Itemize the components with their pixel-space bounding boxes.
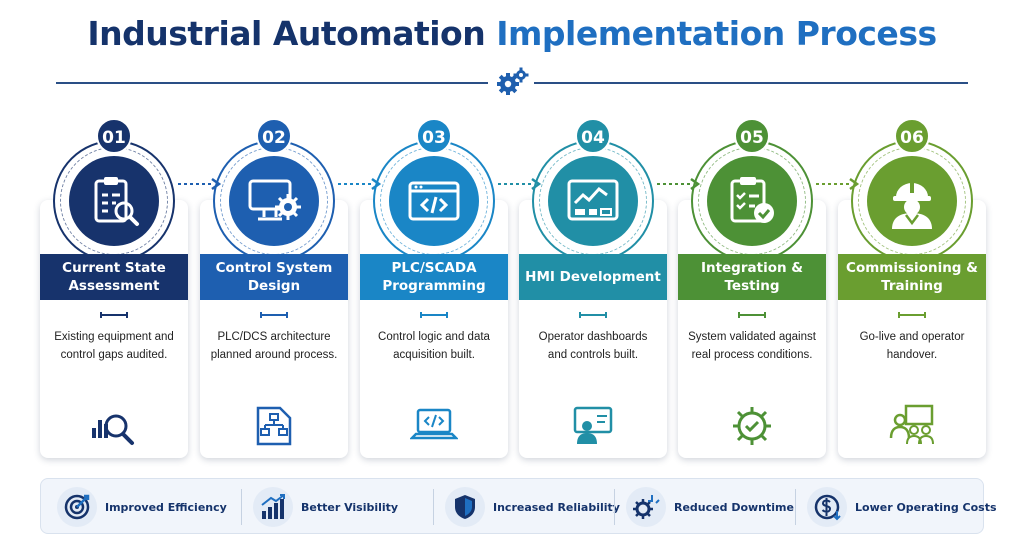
benefit-divider — [614, 489, 615, 525]
benefit-divider — [795, 489, 796, 525]
benefit-item: Increased Reliability — [445, 479, 620, 535]
shield-icon — [455, 495, 475, 519]
step-number: 01 — [96, 118, 132, 154]
flow-arrow — [657, 178, 701, 190]
step-number: 02 — [256, 118, 292, 154]
process-step: 02 Control System Design PLC/DCS archite… — [200, 118, 348, 460]
step-description: System validated against real process co… — [688, 331, 816, 361]
step-number: 06 — [894, 118, 930, 154]
step-icon-disc — [69, 156, 159, 246]
flow-arrow — [498, 178, 542, 190]
process-step: 05 Integration & Testing System validate… — [678, 118, 826, 460]
growth-chart-icon — [261, 494, 285, 519]
benefit-icon-badge — [57, 487, 97, 527]
benefit-icon-badge — [445, 487, 485, 527]
engineer-hardhat-icon — [892, 183, 932, 229]
step-icon-disc — [548, 156, 638, 246]
title-divider-left — [56, 82, 488, 84]
step-icon-disc — [389, 156, 479, 246]
step-description: Go-live and operator handover. — [859, 331, 965, 361]
process-step: 01 Current State Assessment Existing equ… — [40, 118, 188, 460]
title-part-1: Industrial Automation — [87, 14, 486, 53]
step-description: PLC/DCS architecture planned around proc… — [210, 331, 338, 361]
code-laptop-icon — [410, 408, 458, 440]
benefit-item: Lower Operating Costs — [807, 479, 997, 535]
step-title: Current State Assessment — [40, 254, 188, 300]
dashboard-screen-icon — [567, 179, 619, 221]
flowchart-document-icon — [256, 406, 292, 446]
benefit-divider — [241, 489, 242, 525]
page-title: Industrial Automation Implementation Pro… — [0, 14, 1024, 53]
benefit-label: Better Visibility — [301, 500, 399, 514]
step-description: Control logic and data acquisition built… — [378, 331, 490, 361]
benefit-label: Lower Operating Costs — [855, 500, 997, 514]
operator-screen-icon — [573, 406, 613, 444]
benefit-item: Reduced Downtime — [626, 479, 794, 535]
code-window-icon — [408, 181, 460, 221]
step-title: PLC/SCADA Programming — [360, 254, 508, 300]
benefit-label: Increased Reliability — [493, 500, 620, 514]
gears-icon — [497, 67, 529, 95]
title-part-2: Implementation Process — [496, 14, 937, 53]
flow-arrow — [816, 178, 860, 190]
training-group-icon — [889, 404, 934, 445]
benefit-item: Better Visibility — [253, 479, 398, 535]
step-divider — [260, 312, 288, 318]
benefit-divider — [433, 489, 434, 525]
step-divider — [100, 312, 128, 318]
step-number: 03 — [416, 118, 452, 154]
step-description: Existing equipment and control gaps audi… — [54, 331, 174, 361]
step-title: HMI Development — [519, 254, 667, 300]
process-step: 04 HMI Development Operator dashboards a… — [519, 118, 667, 460]
step-number: 04 — [575, 118, 611, 154]
benefits-bar: Improved Efficiency Better Visibility In… — [40, 478, 997, 535]
benefit-icon-badge — [253, 487, 293, 527]
target-arrow-icon — [64, 494, 90, 520]
step-number: 05 — [734, 118, 770, 154]
benefit-item: Improved Efficiency — [57, 479, 227, 535]
monitor-gear-icon — [248, 179, 301, 221]
step-title: Integration & Testing — [678, 254, 826, 300]
step-divider — [738, 312, 766, 318]
benefit-label: Reduced Downtime — [674, 500, 794, 514]
step-divider — [420, 312, 448, 318]
benefit-label: Improved Efficiency — [105, 500, 227, 514]
checklist-check-icon — [730, 177, 774, 223]
process-step: 06 Commissioning & Training Go-live and … — [838, 118, 986, 460]
benefit-icon-badge — [626, 487, 666, 527]
benefit-icon-badge — [807, 487, 847, 527]
bar-chart-magnifier-icon — [92, 414, 134, 445]
title-divider-right — [534, 82, 968, 84]
step-description: Operator dashboards and controls built. — [538, 331, 648, 361]
gears-icon — [633, 495, 660, 519]
flow-arrow — [178, 178, 222, 190]
step-divider — [579, 312, 607, 318]
step-title: Commissioning & Training — [838, 254, 986, 300]
dollar-down-icon — [814, 494, 841, 521]
step-icon-disc — [867, 156, 957, 246]
gear-check-icon — [733, 407, 771, 445]
clipboard-magnifier-icon — [94, 177, 139, 226]
step-icon-disc — [707, 156, 797, 246]
process-step: 03 PLC/SCADA Programming Control logic a… — [360, 118, 508, 460]
step-title: Control System Design — [200, 254, 348, 300]
flow-arrow — [338, 178, 382, 190]
step-icon-disc — [229, 156, 319, 246]
step-divider — [898, 312, 926, 318]
